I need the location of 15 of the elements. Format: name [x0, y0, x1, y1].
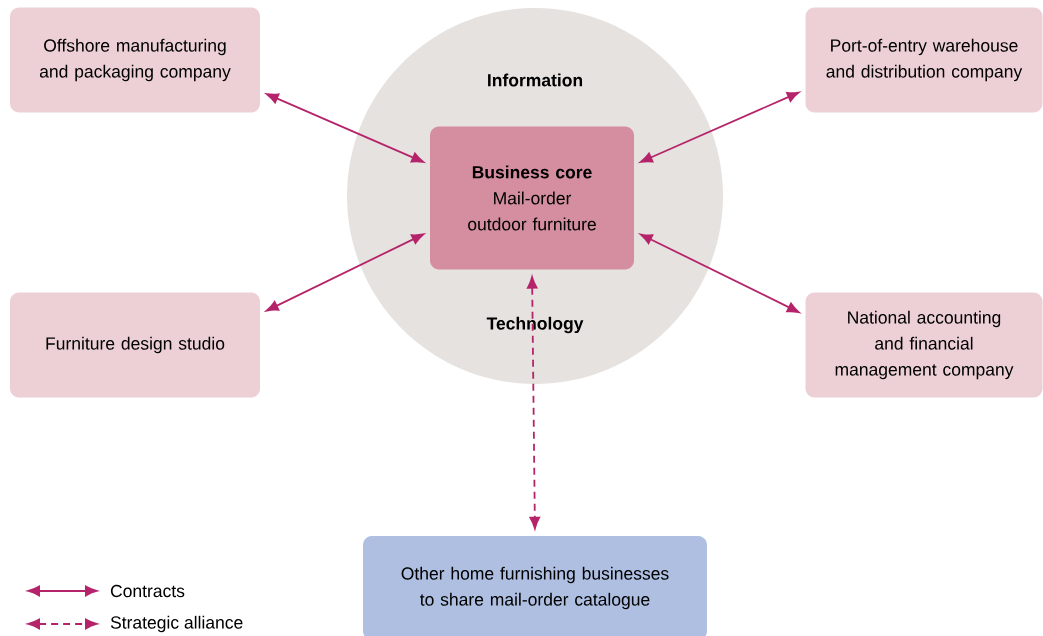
partner-box: Other home furnishing businesses to share mail-order catalogue [363, 536, 707, 636]
partner-box: Offshore manufacturing and packaging company [10, 7, 260, 113]
partner-box: Furniture design studio [10, 292, 260, 398]
circle-label: Information [488, 73, 583, 87]
core-box: Business core Mail-order outdoor furniture [430, 126, 634, 270]
circle-label: Technology [486, 316, 584, 334]
arrow [640, 91, 800, 163]
legend-label: Contracts [110, 584, 185, 598]
legend-label: Strategic alliance [110, 615, 243, 633]
partner-box: National accounting and financial management company [805, 292, 1043, 398]
arrow [526, 276, 541, 530]
arrow [640, 233, 800, 313]
arrow [266, 233, 424, 312]
arrow [266, 93, 424, 163]
partner-box: Port-of-entry warehouse and distribution company [805, 7, 1043, 113]
